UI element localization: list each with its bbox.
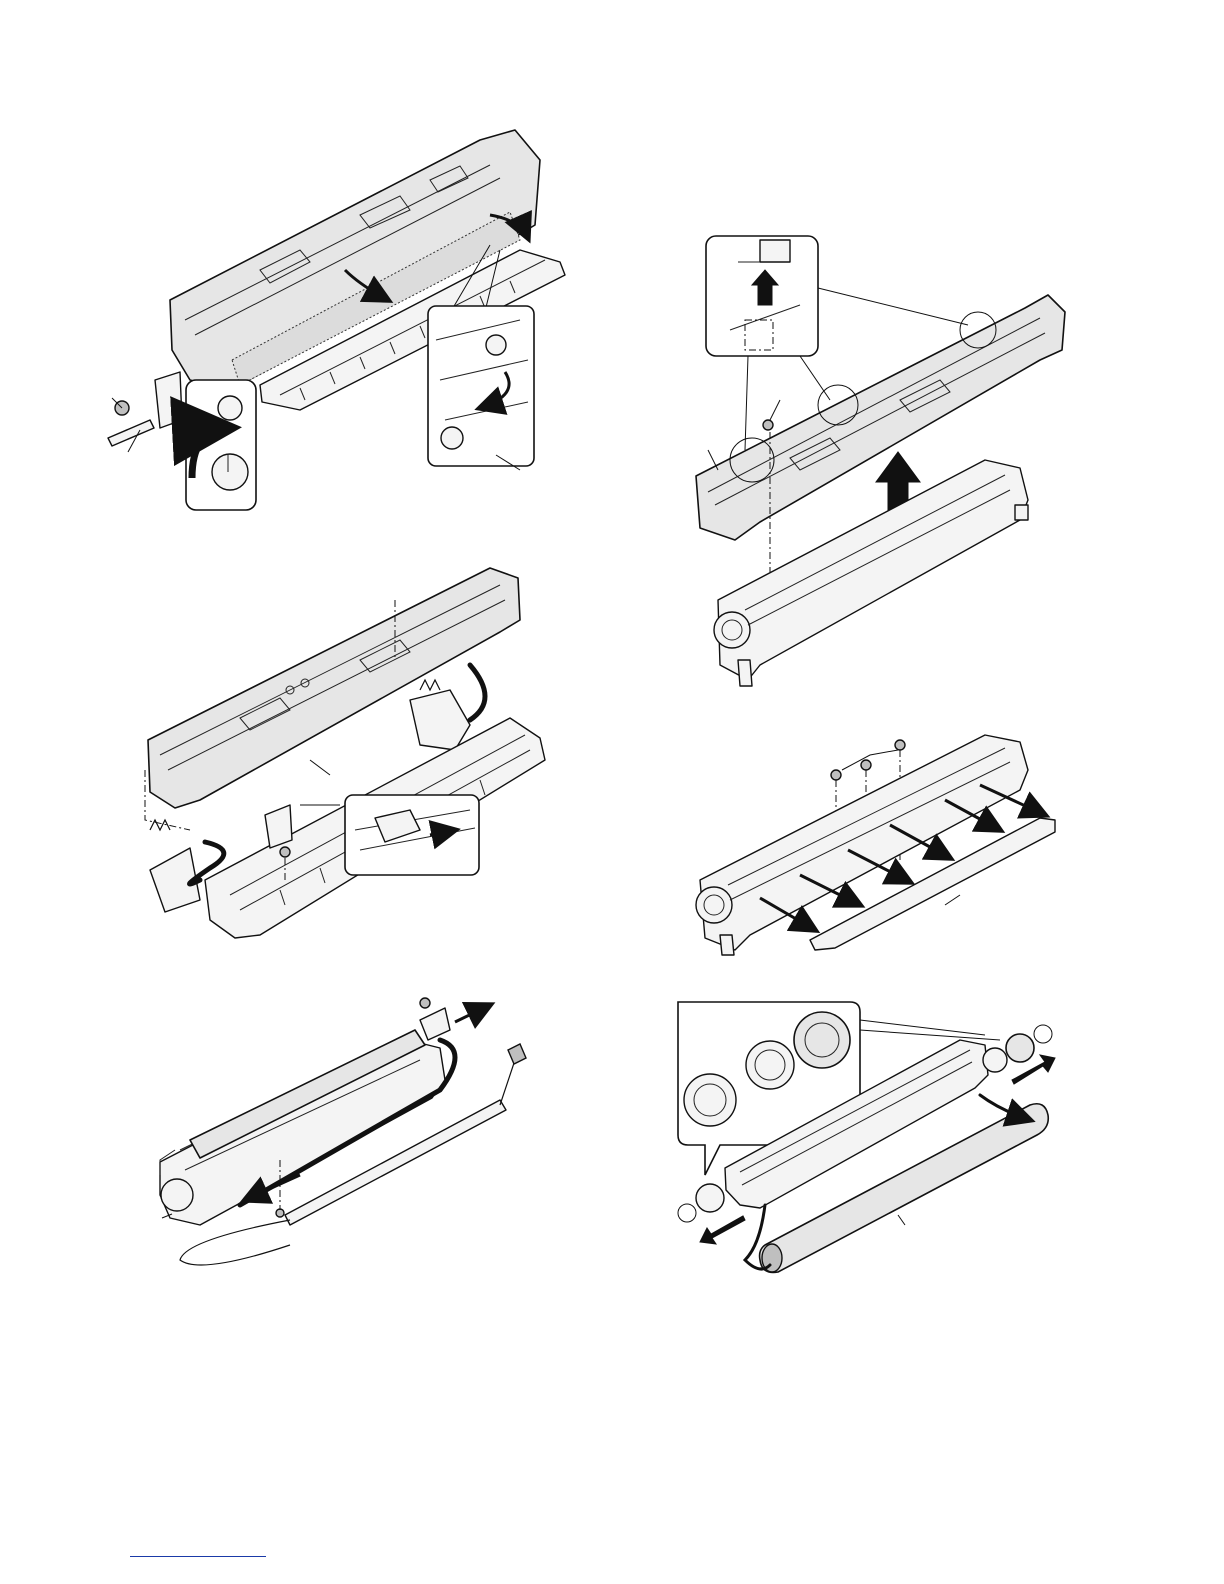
bearing-icon	[746, 1041, 794, 1089]
e-ring-icon	[1034, 1025, 1052, 1043]
spring-icon	[150, 820, 170, 830]
figure-4	[696, 735, 1055, 955]
figure-2	[696, 236, 1065, 686]
lower-fusing-unit	[160, 1038, 445, 1225]
pull-arrow-icon	[455, 1005, 490, 1022]
figure-5	[160, 998, 526, 1265]
gear-icon	[1006, 1034, 1034, 1062]
bearing-icon	[684, 1074, 736, 1126]
spring-icon	[420, 680, 440, 690]
footer-link-rule	[130, 1556, 266, 1557]
e-ring-icon	[678, 1204, 696, 1222]
figure-6	[678, 1002, 1055, 1273]
screw-icon	[895, 740, 905, 750]
screw-icon	[280, 847, 290, 857]
screw-icon	[763, 420, 773, 430]
screw-icon	[276, 1209, 284, 1217]
screw-icon	[420, 998, 430, 1008]
callout-tab-detail	[345, 795, 479, 875]
screw-icon	[861, 760, 871, 770]
screw-icon	[831, 770, 841, 780]
figure-1	[108, 130, 565, 510]
dashed-arrow-icon	[700, 1216, 745, 1244]
figure-3	[145, 568, 545, 938]
left-bracket	[155, 372, 182, 428]
curved-arrow-icon	[980, 1095, 1030, 1120]
gear-icon	[794, 1012, 850, 1068]
